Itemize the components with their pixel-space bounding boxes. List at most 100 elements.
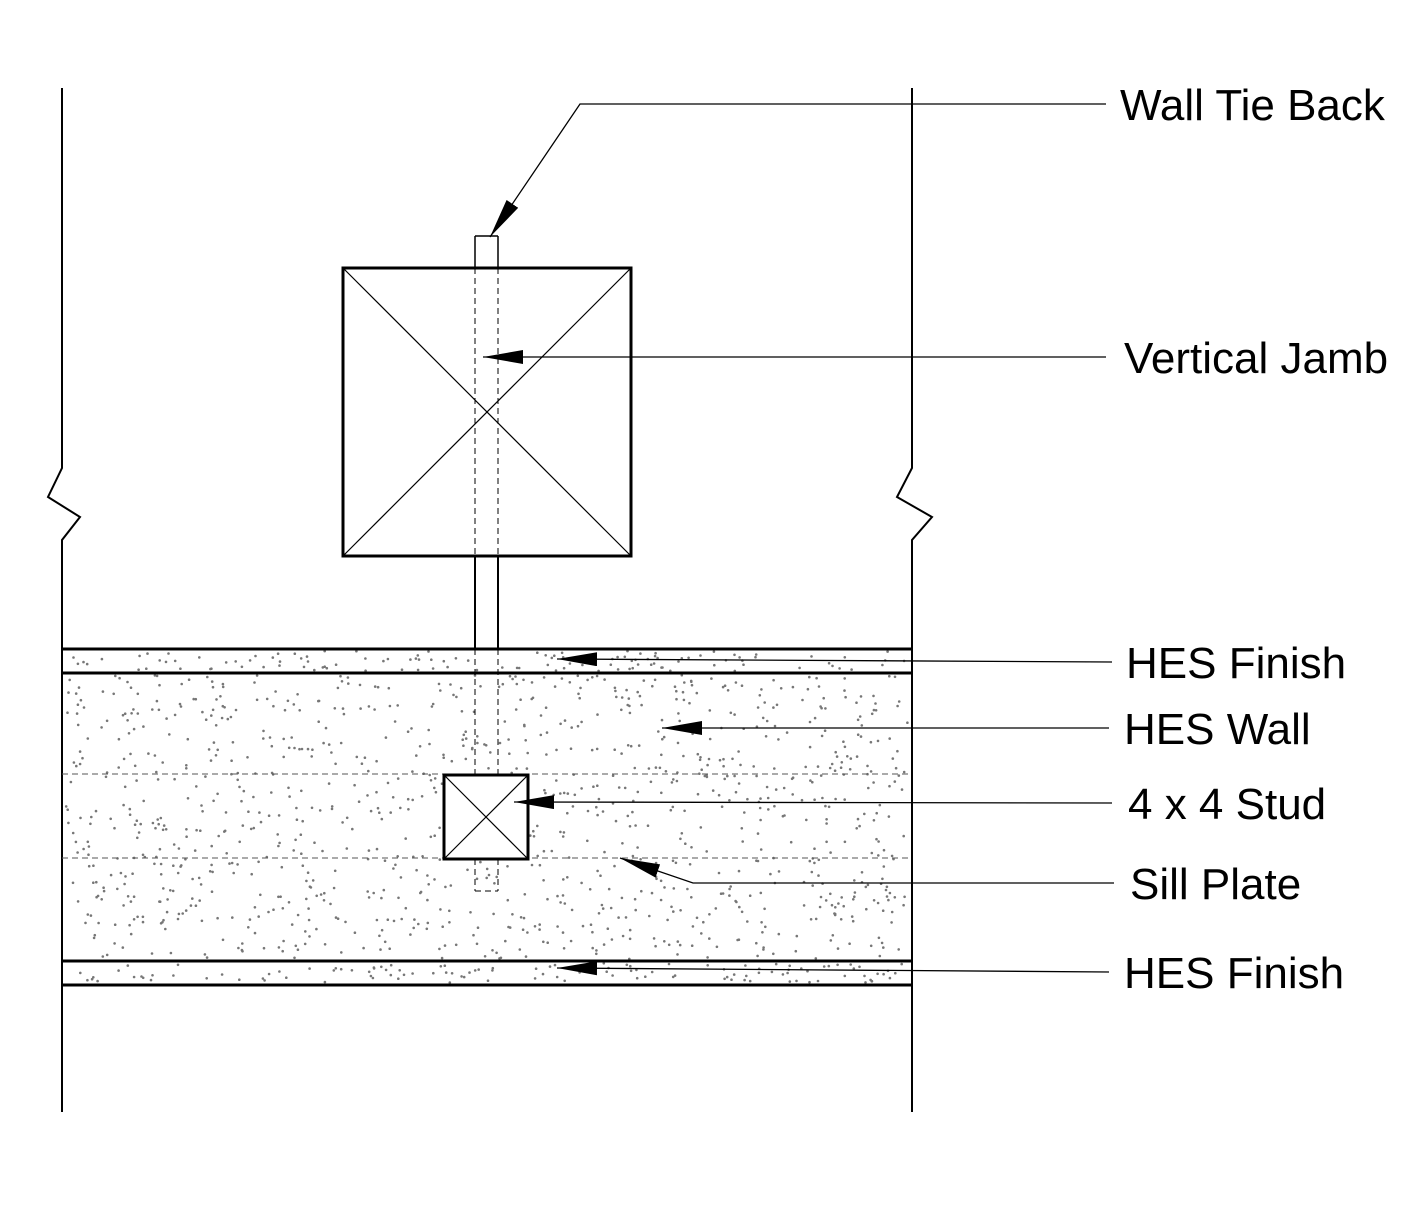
stipple-dot	[270, 744, 274, 748]
stipple-dot	[737, 750, 740, 753]
stipple-dot	[321, 849, 324, 853]
stipple-dot	[310, 755, 314, 758]
stipple-dot	[384, 736, 388, 739]
stipple-dot	[610, 938, 614, 941]
stipple-dot	[454, 657, 458, 660]
stipple-dot	[452, 693, 455, 697]
stipple-dot	[840, 761, 844, 764]
stipple-dot	[333, 869, 337, 873]
stipple-dot	[878, 954, 882, 958]
stipple-dot	[651, 684, 654, 688]
stipple-dot	[542, 879, 545, 882]
stipple-dot	[667, 962, 671, 966]
stipple-dot	[840, 896, 843, 899]
stipple-dot	[555, 779, 558, 782]
stipple-dot	[290, 736, 294, 739]
stipple-dot	[301, 819, 305, 823]
leader-sill-plate	[619, 857, 1114, 884]
stipple-dot	[194, 904, 198, 907]
stipple-dot	[334, 916, 338, 919]
stipple-dot	[277, 946, 281, 949]
stipple-dot	[728, 799, 731, 802]
stipple-dot	[498, 741, 502, 745]
stipple-dot	[267, 910, 270, 914]
stipple-dot	[858, 965, 861, 969]
stipple-dot	[688, 701, 691, 705]
stipple-dot	[623, 786, 627, 790]
stipple-dot	[364, 657, 367, 660]
stipple-dot	[184, 909, 188, 912]
stipple-dot	[722, 757, 725, 761]
stipple-dot	[372, 967, 376, 970]
stipple-dot	[629, 744, 633, 748]
stipple-dot	[191, 897, 194, 900]
stipple-dot	[791, 793, 794, 796]
stipple-dot	[340, 680, 344, 683]
stipple-dot	[761, 716, 765, 720]
stipple-dot	[131, 872, 134, 875]
stipple-dot	[339, 674, 342, 678]
stipple-dot	[475, 877, 479, 881]
stipple-dot	[225, 852, 228, 855]
stipple-dot	[843, 677, 846, 680]
stipple-dot	[866, 764, 869, 768]
stipple-dot	[382, 659, 385, 663]
stipple-dot	[756, 859, 760, 863]
stipple-dot	[759, 797, 762, 800]
stipple-dot	[204, 718, 208, 721]
stipple-dot	[743, 978, 746, 982]
stipple-dot	[347, 682, 350, 685]
stipple-dot	[323, 891, 326, 895]
stipple-dot	[442, 753, 445, 757]
stipple-dot	[691, 925, 695, 928]
stipple-dot	[561, 931, 565, 934]
stipple-dot	[843, 840, 847, 844]
stipple-dot	[166, 898, 169, 901]
stipple-dot	[835, 755, 839, 758]
stipple-dot	[508, 926, 512, 929]
stipple-dot	[902, 903, 905, 907]
stipple-dot	[87, 845, 91, 848]
stipple-dot	[825, 822, 828, 825]
stipple-dot	[824, 899, 828, 902]
stipple-dot	[466, 868, 469, 872]
stipple-dot	[128, 807, 132, 811]
stipple-dot	[603, 678, 606, 681]
stipple-dot	[740, 684, 744, 687]
stipple-dot	[817, 874, 820, 877]
stipple-dot	[406, 797, 410, 801]
stipple-dot	[486, 979, 490, 982]
stipple-dot	[714, 907, 718, 910]
stipple-dot	[725, 975, 729, 979]
stipple-dot	[804, 765, 807, 769]
stipple-dot	[332, 886, 336, 890]
stipple-dot	[652, 662, 656, 665]
stipple-dot	[231, 916, 234, 919]
stipple-dot	[223, 829, 227, 833]
stipple-dot	[822, 696, 825, 700]
stipple-dot	[679, 837, 682, 841]
stipple-dot	[448, 981, 452, 984]
stipple-dot	[699, 826, 703, 829]
stipple-dot	[843, 974, 847, 978]
stipple-dot	[765, 785, 769, 789]
stipple-dot	[113, 942, 116, 945]
stipple-dot	[214, 724, 218, 727]
stipple-dot	[811, 780, 814, 784]
stipple-dot	[794, 949, 798, 953]
stipple-dot	[680, 673, 684, 677]
stipple-dot	[562, 831, 566, 834]
stipple-dot	[809, 918, 813, 921]
stipple-dot	[491, 966, 495, 970]
stipple-dot	[686, 887, 689, 891]
stipple-dot	[690, 680, 693, 683]
stipple-dot	[150, 952, 154, 955]
stipple-dot	[257, 915, 261, 918]
stipple-dot	[695, 691, 699, 695]
stipple-dot	[393, 720, 397, 723]
stipple-dot	[102, 889, 106, 893]
stipple-dot	[184, 858, 187, 861]
stipple-dot	[431, 702, 435, 706]
stipple-dot	[676, 940, 680, 943]
stipple-dot	[104, 775, 108, 779]
